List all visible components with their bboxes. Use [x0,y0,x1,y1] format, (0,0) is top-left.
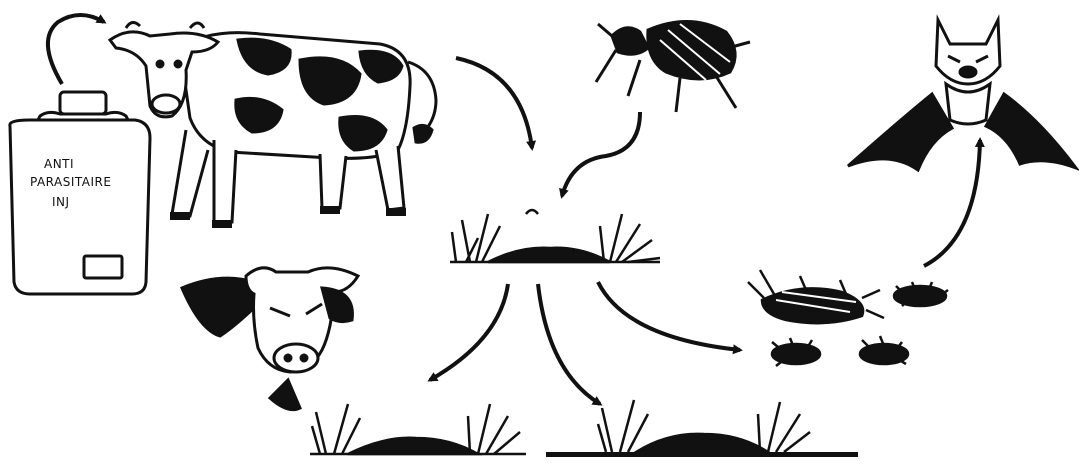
flow-arrow-beetles-to-bat [924,140,980,266]
sick-cow-icon [182,268,358,410]
dead-beetles-icon [748,270,948,366]
bottle-label-line2: PARASITAIRE [30,175,111,189]
dung-pat-icon [546,400,858,457]
flow-arrow-dung-to-dead-beetles [598,282,740,350]
dung-beetle-icon [596,21,750,112]
flow-arrow-dung-to-right-pat [538,284,600,404]
ground-line [546,452,858,457]
bottle-label-line1: ANTI [44,157,74,171]
dung-pat-icon [450,210,660,262]
dung-pat-icon [310,404,526,454]
flow-arrow-beetle-to-dung [562,112,640,196]
flow-arrow-bottle-to-cow [48,15,104,84]
antiparasitic-bottle-icon: ANTI PARASITAIRE INJ [10,92,150,294]
bat-icon [848,20,1076,170]
cow-icon [110,22,436,228]
flow-arrow-cow-to-dung [456,58,532,148]
bottle-label-line3: INJ [52,195,70,209]
flow-arrow-dung-to-left-pat [430,284,508,380]
